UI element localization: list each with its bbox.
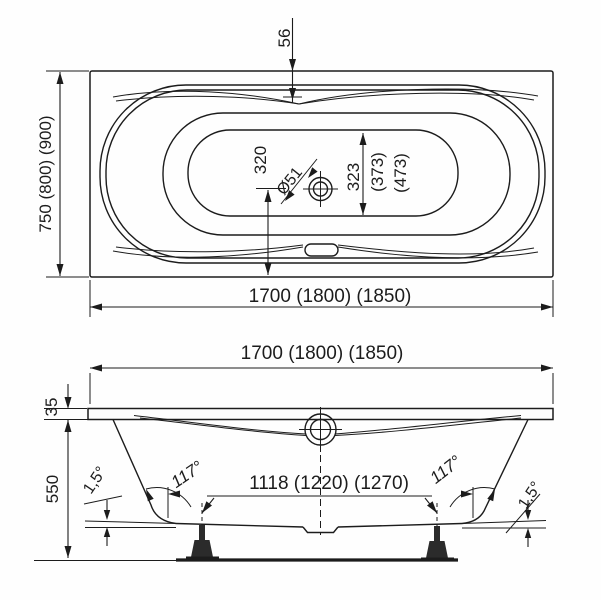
dim-rim-height: 35 [42, 384, 112, 420]
dim-drain-offset: 320 [251, 146, 286, 275]
overflow-slot [304, 243, 339, 257]
angle-wall-left: 117° [145, 457, 207, 518]
dim-depth: 550 [43, 420, 72, 558]
wall-angle-right-label: 117° [426, 452, 465, 488]
rim-inset-label: 56 [275, 29, 294, 48]
top-width-label: 750 (800) (900) [36, 115, 55, 232]
floor-width-label-alt1: (373) [368, 152, 387, 192]
dim-support-spacing: 1118 (1220) (1270) [201, 473, 438, 514]
slope-floor-left: 1,5° [80, 464, 177, 546]
dim-side-length: 1700 (1800) (1850) [89, 343, 554, 404]
side-length-label: 1700 (1800) (1850) [241, 343, 404, 364]
drain-side [299, 407, 342, 535]
drain-diameter-label: Ø51 [274, 164, 306, 198]
dim-top-length: 1700 (1800) (1850) [89, 280, 554, 317]
floor-width-label-base: 323 [344, 163, 363, 191]
dim-rim-inset: 56 [275, 18, 302, 103]
top-length-label: 1700 (1800) (1850) [249, 286, 412, 307]
rim-height-label: 35 [42, 398, 61, 417]
tub-top-outline [89, 70, 554, 278]
floor-width-label-alt2: (473) [391, 153, 410, 193]
floor-slope-left-label: 1,5° [80, 464, 110, 497]
ground-line [34, 558, 458, 562]
floor-slope-right-label: 1,5° [515, 479, 545, 512]
dim-floor-width: 323 (373) (473) [344, 133, 410, 215]
drain-offset-label: 320 [251, 146, 270, 174]
top-view: 750 (800) (900) 1700 (1800) (1850) 56 32… [36, 18, 554, 317]
side-view: 1700 (1800) (1850) [34, 343, 554, 562]
leg-right [421, 503, 454, 560]
drain-top [303, 171, 338, 207]
wall-angle-left-label: 117° [168, 457, 207, 492]
support-spacing-label: 1118 (1220) (1270) [249, 473, 409, 494]
depth-label: 550 [43, 475, 62, 503]
dim-top-width: 750 (800) (900) [36, 70, 89, 278]
tub-side-profile [112, 415, 529, 534]
leg-left [186, 503, 219, 559]
